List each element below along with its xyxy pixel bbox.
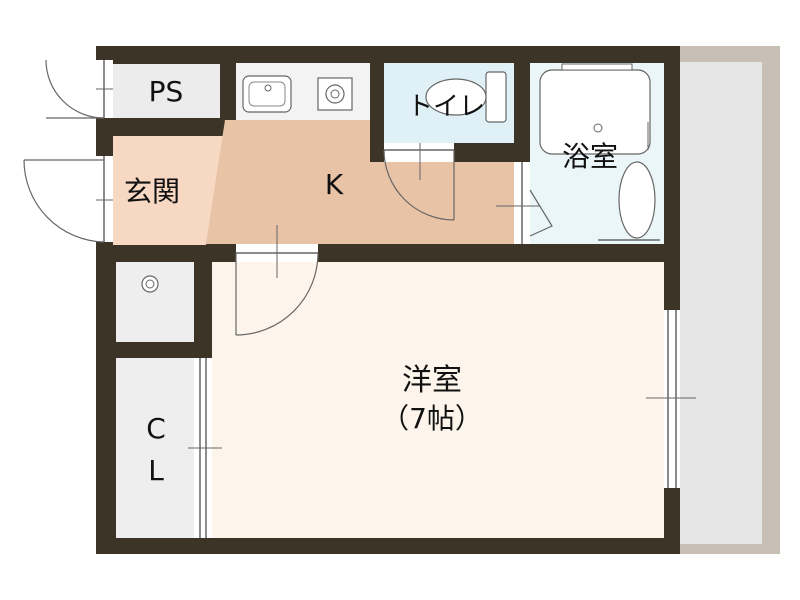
closet-label-c: C xyxy=(146,412,166,445)
bath-door xyxy=(496,162,553,244)
balcony xyxy=(672,46,780,554)
washer-space xyxy=(116,262,194,342)
entrance-door xyxy=(23,156,113,243)
genkan-floor xyxy=(113,136,225,245)
kitchen-label: K xyxy=(325,168,344,201)
balcony-floor xyxy=(680,62,762,544)
closet-floor xyxy=(116,358,194,538)
closet-door xyxy=(188,358,222,538)
toilet-label: トイレ xyxy=(407,92,485,122)
western-room-floor xyxy=(212,262,664,538)
closet-label-l: L xyxy=(148,454,164,487)
ps-label: PS xyxy=(149,75,184,108)
ps-door xyxy=(45,59,113,119)
western-room-door xyxy=(235,225,319,336)
kitchen-floor xyxy=(206,120,514,244)
stove-icon xyxy=(317,77,353,111)
washer-drain-icon xyxy=(141,275,159,293)
toilet-icon xyxy=(425,71,507,123)
western-room-label: 洋室 xyxy=(402,363,462,398)
ps-floor xyxy=(113,64,220,118)
toilet-door xyxy=(383,143,455,221)
western-room-size: （7帖） xyxy=(381,402,483,435)
washbasin-icon xyxy=(598,161,660,241)
sink-icon xyxy=(242,75,292,113)
genkan-label: 玄関 xyxy=(124,175,180,208)
bathtub-icon xyxy=(539,63,651,155)
balcony-window xyxy=(646,310,696,488)
bath-label: 浴室 xyxy=(562,140,618,173)
